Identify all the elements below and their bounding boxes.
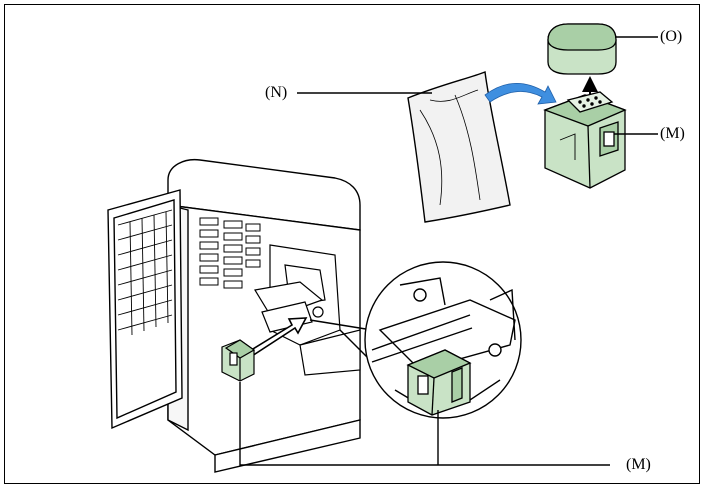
door-grille: [117, 209, 173, 336]
label-n: (N): [265, 84, 288, 101]
waste-box-large: [543, 91, 627, 189]
label-m-bottom: (M): [626, 456, 651, 473]
cap: [547, 23, 617, 75]
label-m-top: (M): [660, 125, 685, 142]
insert-arrow: [246, 317, 308, 358]
remove-bag-arrow: [484, 82, 557, 105]
label-o: (O): [660, 28, 683, 45]
printer-mechanism: [254, 244, 361, 376]
leader-lines: [239, 36, 658, 466]
magnified-view: [309, 261, 522, 419]
waste-box-magnified: [406, 349, 472, 416]
printer-open-door: [107, 189, 183, 430]
printer-vents: [199, 217, 261, 289]
waste-box-small: [221, 339, 256, 382]
plastic-bag: [407, 71, 511, 223]
